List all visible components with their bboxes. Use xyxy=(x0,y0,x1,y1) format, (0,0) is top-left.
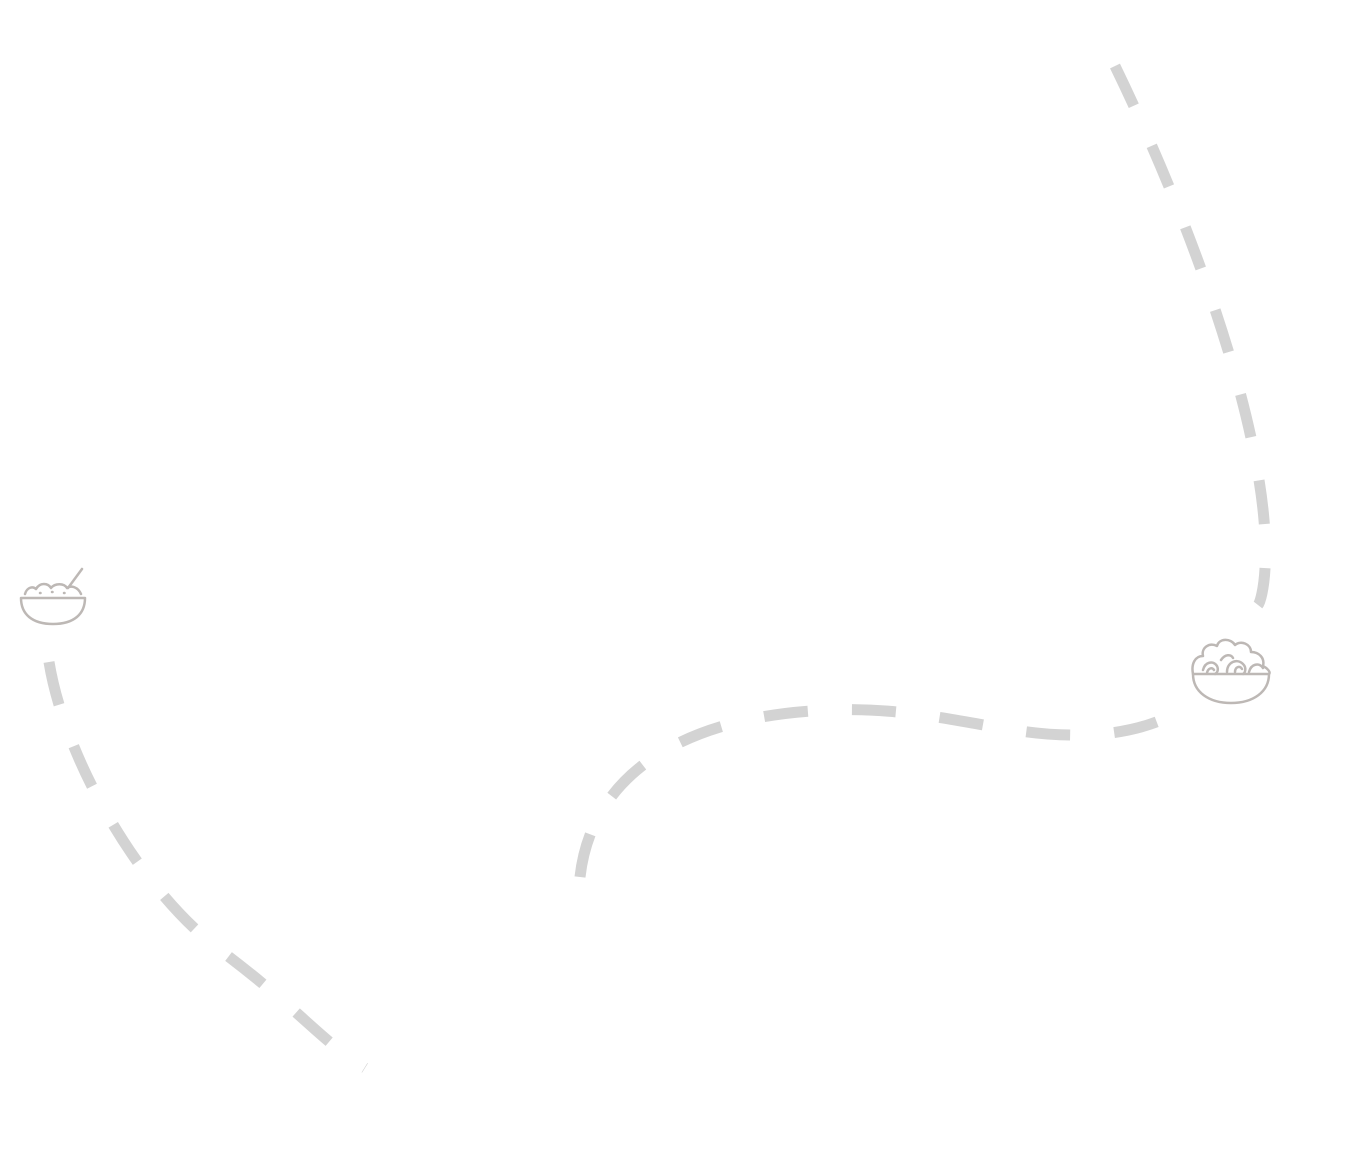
dashed-path-left xyxy=(43,661,368,1073)
dashed-path-center xyxy=(574,704,1181,878)
rice-bowl-icon xyxy=(18,566,90,630)
salad-bowl-icon xyxy=(1187,636,1275,708)
dashed-path-right xyxy=(1110,63,1271,609)
